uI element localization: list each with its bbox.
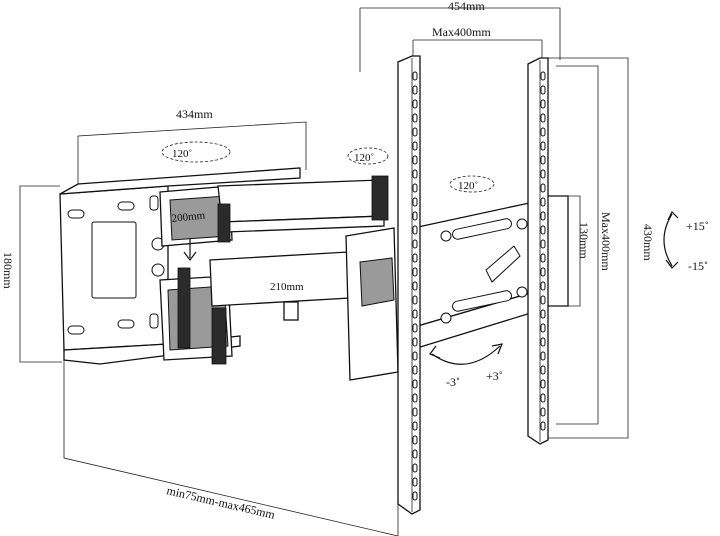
rail-slot	[540, 337, 546, 347]
rail-slot	[540, 379, 546, 389]
label-454mm: 454mm	[448, 0, 485, 13]
vesa-rail-left	[397, 55, 421, 515]
rail-slot	[540, 225, 546, 235]
rail-slot	[412, 491, 418, 501]
rail-slot	[540, 365, 546, 375]
tilt-arrow-icon	[663, 210, 679, 269]
rail-slot	[412, 477, 418, 487]
label-extension: min75mm-max465mm	[165, 483, 277, 522]
rail-slot	[540, 99, 546, 109]
rail-slot	[412, 267, 418, 277]
rail-slot	[412, 421, 418, 431]
dim-434-line	[77, 121, 307, 190]
label-rotate-neg: -3˚	[446, 375, 460, 389]
rail-slot	[412, 99, 418, 109]
rail-slot	[412, 211, 418, 221]
rail-slot	[412, 379, 418, 389]
rail-slot	[412, 309, 418, 319]
rail-slot	[540, 309, 546, 319]
down-arrow-icon	[183, 238, 197, 261]
rail-slot	[412, 239, 418, 249]
rail-slot	[412, 197, 418, 207]
rail-slot	[412, 449, 418, 459]
swivel-arc-mid	[347, 147, 389, 165]
swivel-arc-plate	[449, 175, 495, 193]
dim-max400-line	[413, 39, 543, 62]
label-swivel-plate: 120˚	[458, 180, 478, 192]
rail-slot	[412, 365, 418, 375]
rail-slot	[412, 169, 418, 179]
rail-slot	[540, 393, 546, 403]
rail-slot	[412, 435, 418, 445]
rail-slot	[540, 169, 546, 179]
label-max400mm-vertical: Max400mm	[599, 212, 613, 271]
rail-slot	[412, 225, 418, 235]
dim-430-line	[548, 57, 629, 439]
label-rotate-pos: +3˚	[486, 369, 503, 383]
rail-slot	[412, 407, 418, 417]
rail-slot	[412, 127, 418, 137]
rail-slot	[540, 239, 546, 249]
label-tilt-down: -15˚	[688, 259, 708, 273]
rotate-arrow-icon	[429, 343, 503, 365]
rail-slot	[540, 197, 546, 207]
dim-180-line	[19, 185, 62, 363]
rail-slot	[540, 183, 546, 193]
rail-slot	[540, 351, 546, 361]
rail-slot	[412, 295, 418, 305]
rail-slot	[540, 295, 546, 305]
swivel-arc-wall	[161, 141, 231, 163]
tv-bracket-carrier	[345, 195, 569, 381]
rail-slot	[412, 183, 418, 193]
rail-slot	[540, 421, 546, 431]
label-tilt-up: +15˚	[686, 219, 709, 233]
label-180mm: 180mm	[1, 252, 15, 289]
dim-extension-line	[63, 360, 399, 536]
rail-slot	[540, 211, 546, 221]
rail-slot	[540, 407, 546, 417]
rail-slot	[412, 141, 418, 151]
arm-lower	[159, 251, 351, 365]
rail-slot	[412, 393, 418, 403]
rail-slot	[540, 267, 546, 277]
rail-slot	[412, 71, 418, 81]
rail-slot	[540, 155, 546, 165]
rail-slot	[540, 281, 546, 291]
label-swivel-mid: 120˚	[354, 152, 374, 164]
label-210mm: 210mm	[270, 281, 304, 293]
rail-slot	[412, 337, 418, 347]
rail-slot	[412, 113, 418, 123]
rail-slot	[412, 253, 418, 263]
label-swivel-wall: 120˚	[172, 148, 192, 160]
arm-upper	[159, 175, 389, 247]
dim-454-line	[360, 7, 561, 60]
rail-slot	[412, 463, 418, 473]
dim-max400v-line	[556, 65, 599, 425]
rail-slot	[540, 113, 546, 123]
rail-slot	[412, 281, 418, 291]
rail-slot	[412, 323, 418, 333]
rail-slot	[540, 71, 546, 81]
rail-slot	[540, 141, 546, 151]
label-130mm: 130mm	[577, 222, 591, 259]
rail-slot	[412, 155, 418, 165]
rail-slot	[540, 253, 546, 263]
rail-slot	[412, 351, 418, 361]
label-434mm: 434mm	[176, 107, 213, 121]
rail-slot	[540, 323, 546, 333]
rail-slot	[412, 85, 418, 95]
rail-slot	[540, 127, 546, 137]
label-max400mm-top: Max400mm	[432, 25, 491, 39]
rail-slot	[540, 85, 546, 95]
label-430mm: 430mm	[641, 224, 655, 261]
label-200mm: 200mm	[171, 209, 206, 224]
vesa-rail-right	[527, 57, 549, 445]
